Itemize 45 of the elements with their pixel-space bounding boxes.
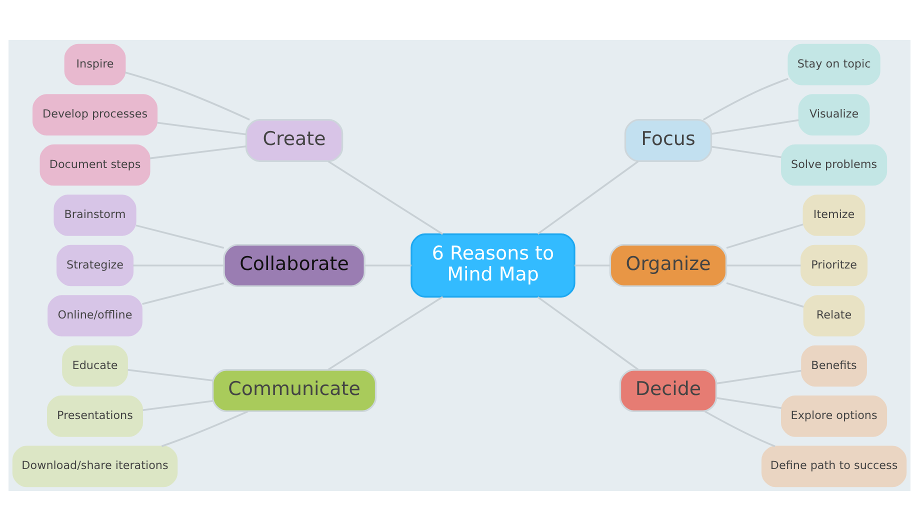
node-box: Relate — [803, 294, 865, 336]
node-box: Communicate — [212, 368, 377, 412]
node-box: Educate — [62, 344, 128, 386]
connector — [142, 282, 224, 304]
connector — [157, 121, 246, 135]
connector — [136, 224, 224, 248]
connector — [161, 410, 248, 447]
connector — [704, 410, 776, 447]
connector — [711, 145, 782, 158]
connector — [128, 368, 213, 381]
node-box: Prioritze — [800, 244, 868, 286]
node-box: Presentations — [47, 395, 144, 436]
connector — [711, 118, 799, 134]
node-box: Solve problems — [781, 144, 888, 186]
connector — [142, 400, 213, 410]
node-box: Download/share iterations — [12, 445, 178, 487]
connector — [716, 396, 782, 408]
connector — [537, 296, 639, 370]
connector — [726, 282, 804, 308]
node-box: Online/offline — [48, 294, 142, 336]
node-box: 6 Reasons to Mind Map — [410, 232, 576, 298]
connector — [702, 77, 789, 120]
node-box: Create — [245, 118, 344, 162]
node-box: Organize — [609, 244, 728, 286]
connector — [328, 160, 444, 234]
node-box: Decide — [619, 368, 718, 412]
node-box: Benefits — [801, 344, 867, 386]
node-box: Explore options — [781, 395, 888, 436]
node-box: Document steps — [40, 144, 150, 186]
node-box: Define path to success — [761, 445, 907, 487]
connector — [726, 223, 804, 248]
node-box: Collaborate — [223, 244, 366, 286]
connector — [125, 71, 250, 120]
node-box: Focus — [624, 118, 712, 162]
node-box: Strategize — [56, 244, 134, 286]
connector — [716, 369, 802, 384]
node-box: Brainstorm — [54, 194, 136, 236]
node-box: Stay on topic — [788, 43, 880, 85]
connector — [328, 296, 444, 370]
node-box: Inspire — [64, 43, 126, 85]
node-box: Visualize — [798, 94, 870, 135]
connector — [150, 144, 246, 159]
node-box: Develop processes — [32, 94, 158, 135]
node-box: Itemize — [802, 194, 866, 236]
connector — [537, 160, 639, 234]
